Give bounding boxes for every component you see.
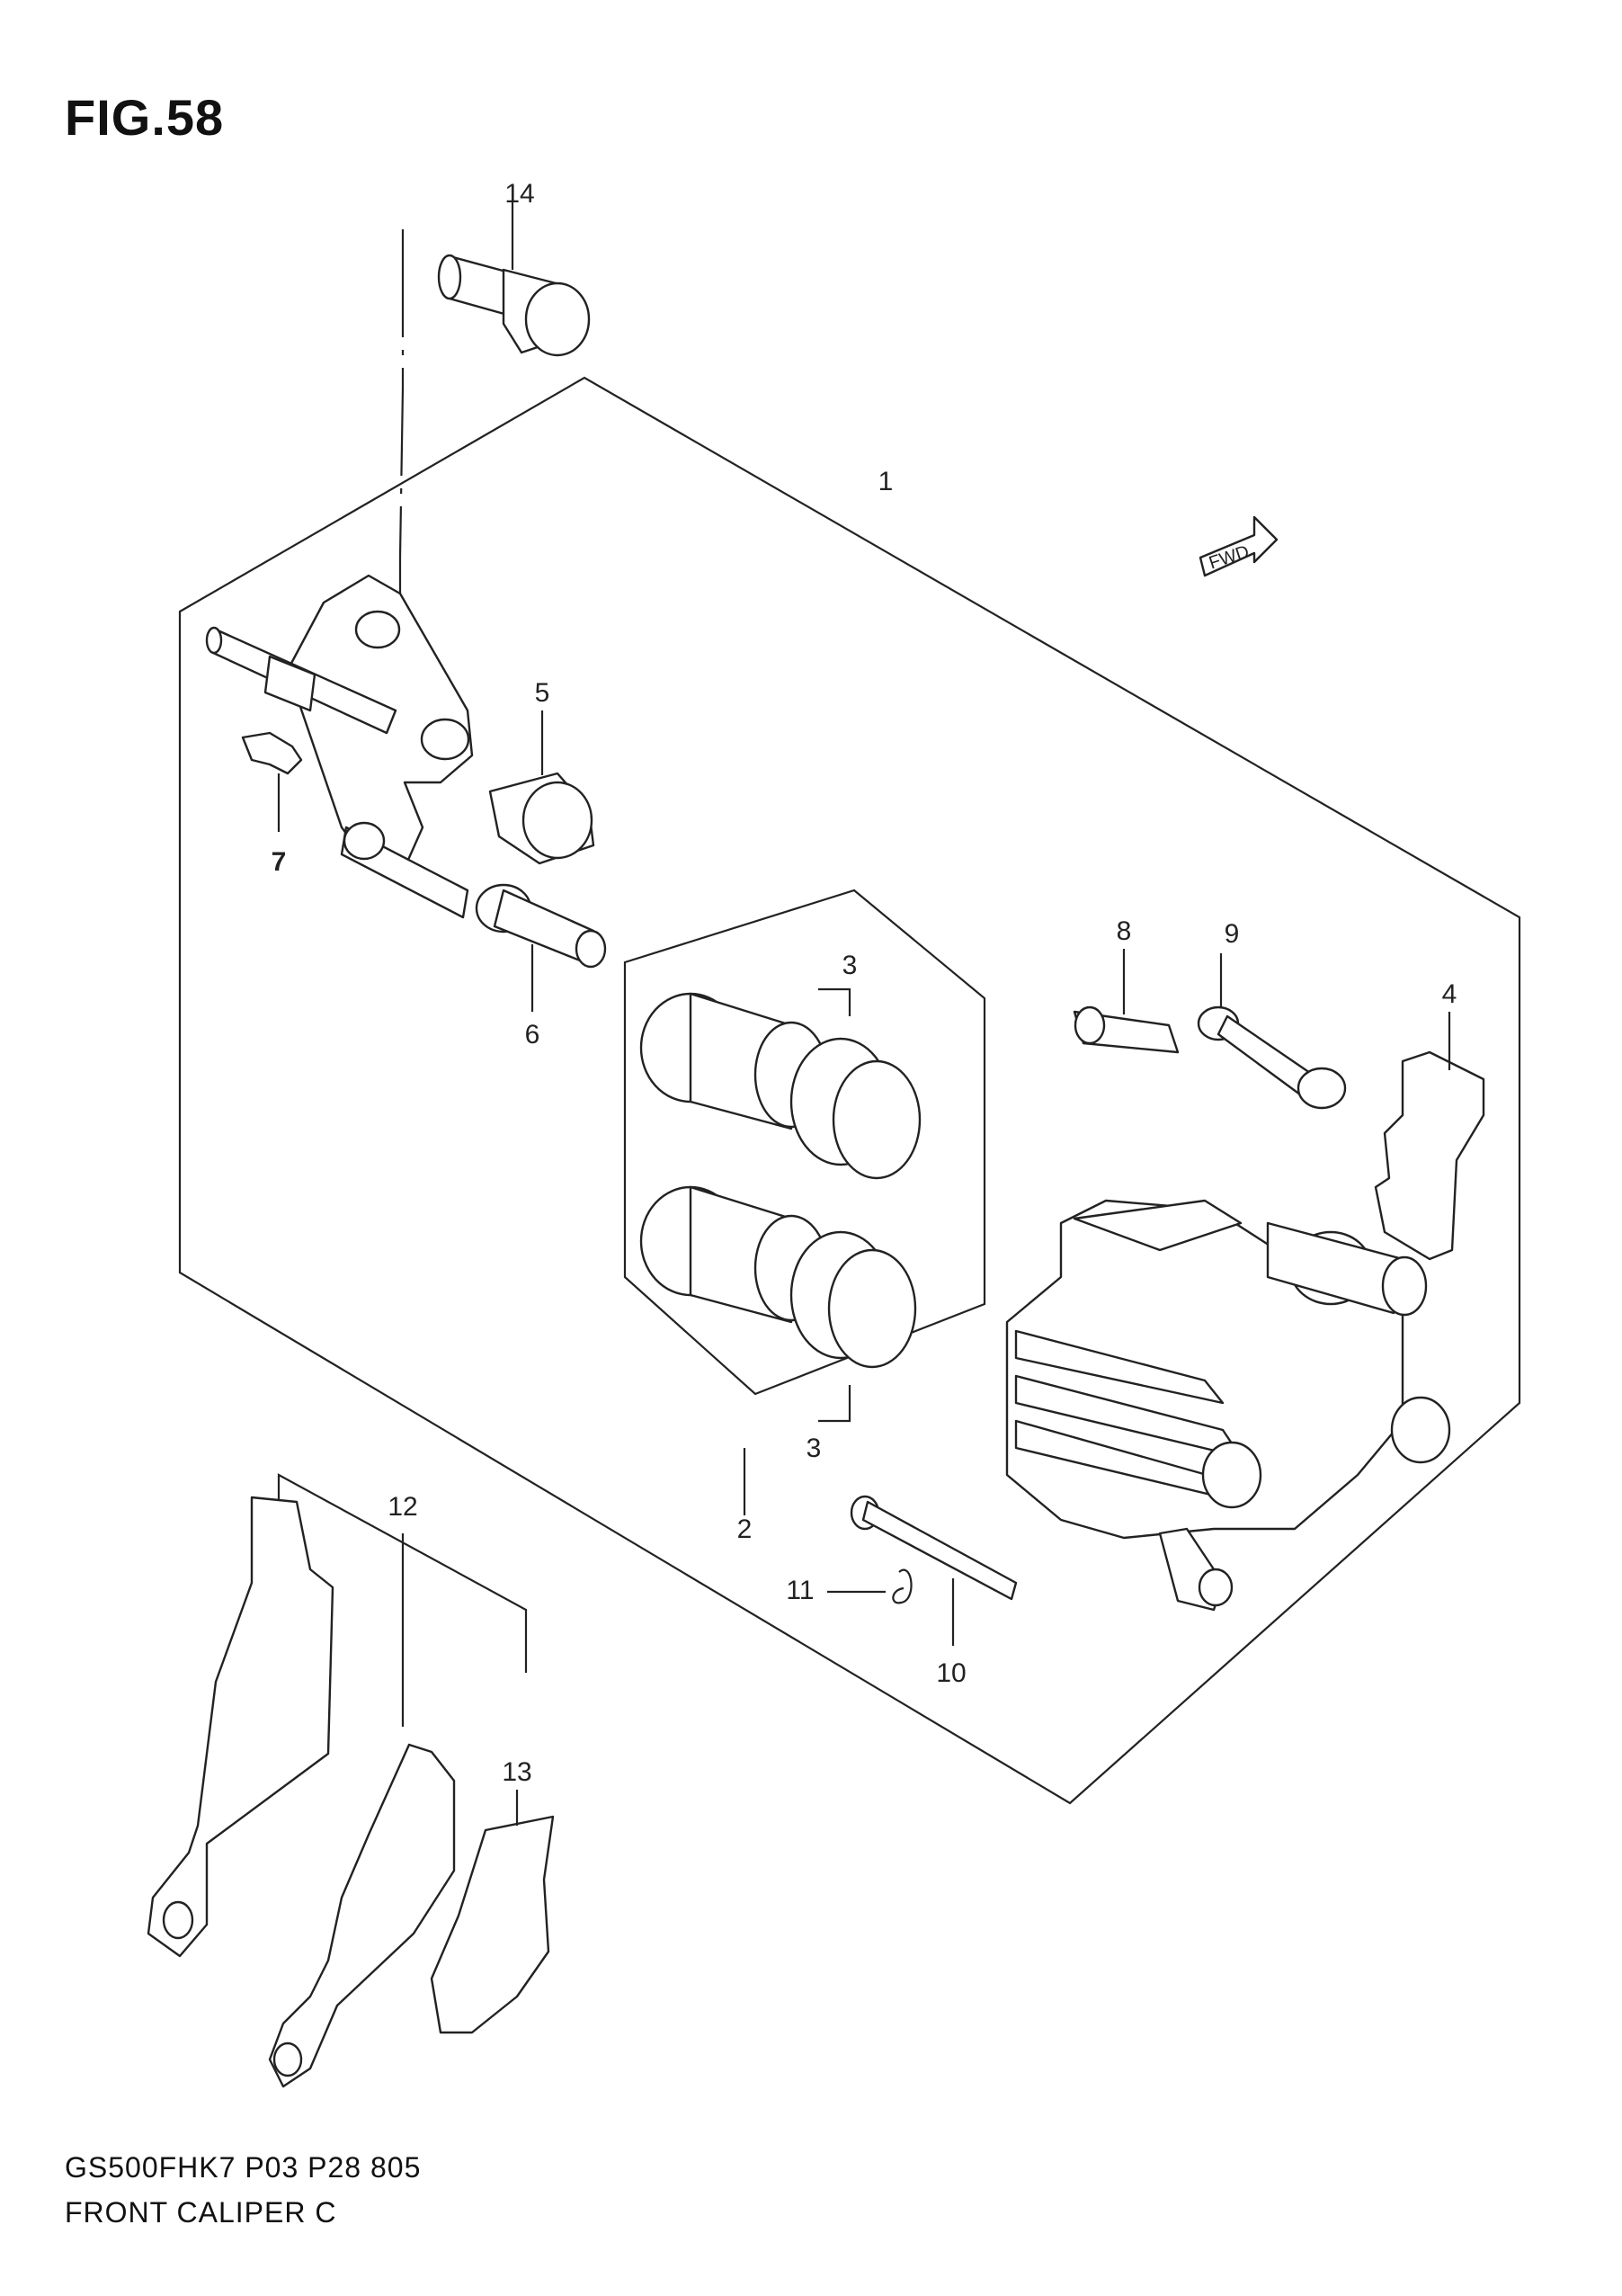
callout-11: 11 [786, 1576, 814, 1605]
bracket-3-top [818, 987, 851, 1016]
callout-13: 13 [502, 1757, 531, 1787]
figure-title: FIG.58 [65, 89, 225, 146]
callout-3-bottom: 3 [807, 1434, 822, 1463]
callout-14: 14 [504, 179, 534, 209]
pad-pin-10 [850, 1495, 1018, 1601]
piston-kit-box-2 [623, 889, 986, 1396]
pin-clip-11 [892, 1568, 913, 1604]
piston-upper [639, 992, 922, 1180]
callout-5: 5 [535, 678, 550, 708]
callout-1: 1 [878, 467, 894, 496]
fwd-arrow-icon: FWD [1199, 515, 1279, 577]
caliper-bracket [205, 574, 474, 919]
bolt-14 [437, 254, 591, 357]
spring-4 [1374, 1050, 1485, 1261]
clip-7 [241, 731, 303, 775]
bracket-3-bottom [818, 1385, 851, 1423]
assembly-outline-1 [178, 376, 1521, 1805]
callout-10: 10 [936, 1658, 966, 1688]
callout-8: 8 [1117, 916, 1132, 946]
model-code: GS500FHK7 P03 P28 805 [65, 2151, 422, 2184]
callout-12: 12 [388, 1492, 417, 1522]
fwd-tag-text: FWD [1207, 542, 1252, 574]
callout-7: 7 [272, 847, 287, 877]
part-name: FRONT CALIPER C [65, 2196, 337, 2229]
shim-13 [430, 1815, 555, 2034]
brake-pad-12a [147, 1496, 334, 1958]
bleeder-8 [1073, 1005, 1180, 1054]
piston-lower [639, 1185, 917, 1369]
brake-pad-12b [268, 1743, 456, 2088]
callout-2: 2 [737, 1514, 753, 1544]
callout-3-top: 3 [842, 951, 858, 980]
callout-4: 4 [1442, 979, 1457, 1009]
boot-5 [488, 772, 595, 865]
pin-6 [475, 883, 607, 969]
caliper-body [1005, 1199, 1451, 1612]
callout-6: 6 [525, 1020, 540, 1050]
callout-9: 9 [1225, 919, 1240, 949]
cap-9 [1197, 1005, 1347, 1110]
